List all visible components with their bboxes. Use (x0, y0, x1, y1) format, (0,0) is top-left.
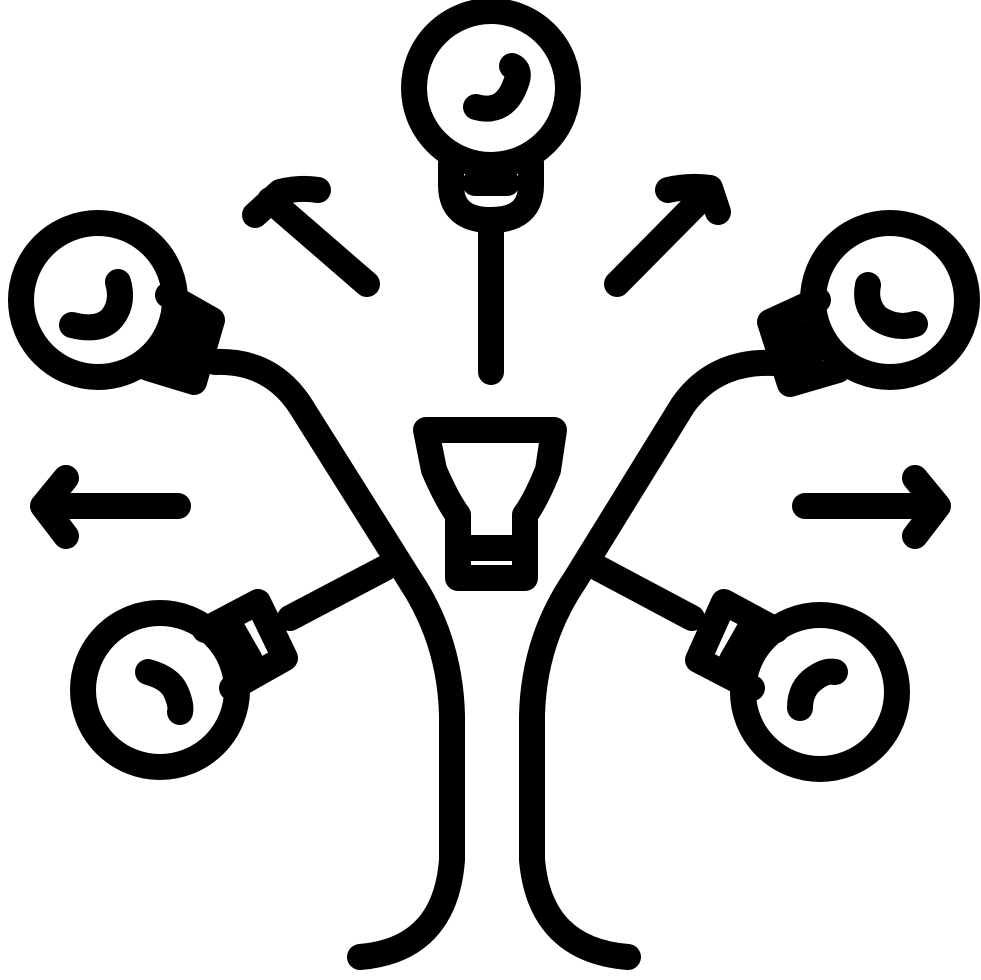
upper-right-bulb (757, 210, 980, 397)
arrow-left (30, 465, 191, 549)
lower-right-bulb (685, 589, 910, 782)
arrow-up-right (604, 173, 731, 297)
arrow-up-left (242, 175, 380, 297)
lower-left-bulb (70, 589, 298, 780)
arrow-right (792, 465, 951, 549)
top-bulb (401, 0, 581, 385)
center-bulb-base (413, 417, 567, 591)
trunk (202, 348, 788, 970)
upper-left-bulb (8, 210, 225, 395)
